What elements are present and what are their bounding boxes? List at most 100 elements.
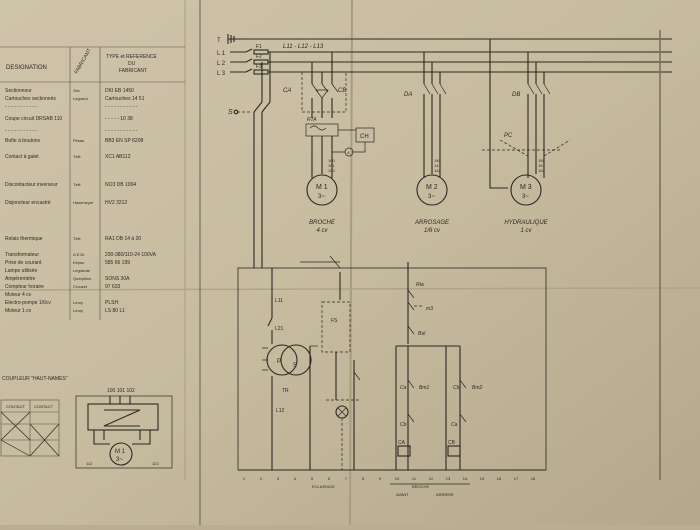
table-cell-designation: Contact à galet (5, 154, 39, 160)
control-l12: L12 (276, 408, 285, 414)
table-cell-designation: - - - - - - - - - - - (5, 104, 38, 110)
button-bm1: Bm1 (419, 385, 430, 391)
column-number: 12 (429, 476, 434, 481)
motor-caption: ARROSAGE (414, 220, 450, 226)
fuse-f3: F3 (256, 64, 262, 70)
table-cell-fabricant: Télé (73, 182, 82, 187)
table-cell-fabricant: Pesas (73, 138, 84, 143)
switch-s-label: S (228, 109, 233, 116)
table-cell-fabricant: Querpillon (73, 276, 91, 281)
motor-caption: BROCHE (309, 220, 336, 226)
earth-label: T (217, 38, 221, 44)
control-l21: L21 (275, 326, 284, 332)
column-number: 13 (446, 476, 451, 481)
table-cell-designation: - - - - - - - - - - - (5, 128, 38, 134)
reversing-contactor-frame (301, 71, 347, 113)
table-cell-designation: Discontacteur inverseur (5, 182, 58, 188)
table-cell-designation: Coupe circuit DRSAB 110 (5, 116, 62, 122)
column-number: 17 (514, 476, 519, 481)
table-cell-designation: Prise de courant (5, 260, 42, 266)
phase-label-l2: L 2 (217, 61, 226, 67)
coupleur-section: COUPLEUR "HAUT-NAMES" CONTACT CONTACT 10… (0, 376, 173, 469)
table-cell-designation: Disjoncteur encastré (5, 200, 51, 206)
table-cell-reference: DKI EB 1450 (105, 88, 134, 94)
interlock-cb: Cb (400, 422, 407, 428)
column-number: 4 (294, 476, 297, 481)
coupleur-terminal-right: 122 (152, 461, 159, 466)
motor-name: M 1 (316, 184, 328, 191)
table-cell-fabricant: A.E.M. (73, 252, 85, 257)
table-cell-reference: Cartouches 14 51 (105, 96, 145, 102)
table-cell-reference: NO3 DB 1004 (105, 182, 136, 188)
motor-phase: 3~ (318, 194, 325, 200)
control-m3: m3 (426, 306, 433, 312)
ammeter-label: A (347, 150, 350, 155)
table-cell-fabricant: Leroy (73, 308, 83, 313)
motor-caption: HYDRAULIQUE (504, 220, 548, 226)
contactor-ca-label: CA (283, 88, 291, 94)
phase-label-l3: L 3 (217, 71, 226, 77)
table-cell-designation: Ampèremètre (5, 276, 36, 282)
column-number: 5 (311, 476, 314, 481)
motor-m2-icon (416, 174, 448, 206)
table-header-designation: DESIGNATION (6, 65, 47, 71)
legend-avant: AVANT (396, 492, 409, 497)
control-bal: Bal (418, 331, 426, 337)
motor-power: 1 cv (520, 228, 532, 234)
table-cell-fabricant: Télé (73, 154, 82, 159)
table-cell-fabricant: Hazemeyer (73, 200, 94, 205)
motor-m1-icon (306, 174, 338, 206)
column-number: 7 (345, 476, 348, 481)
control-rta: Rta (416, 282, 424, 288)
control-l11: L11 (275, 298, 283, 304)
coil-ca (397, 445, 411, 457)
legend-broche: BROCHE (412, 484, 429, 489)
column-number: 18 (531, 476, 536, 481)
pressure-switch-label: PC (504, 133, 513, 139)
coupleur-contact-2: CONTACT (34, 404, 54, 409)
bus-label: L11 - L12 - L13 (283, 44, 324, 50)
table-cell-fabricant: Leroy (73, 300, 83, 305)
table-cell-fabricant: Legrand (73, 96, 88, 101)
fold-line (0, 287, 700, 291)
table-cell-reference: PLSH (105, 300, 118, 306)
table-cell-reference: LS 80 L1 (105, 308, 125, 314)
table-cell-fabricant: Séc (73, 88, 80, 93)
table-cell-reference: BB3 EN SP 6208 (105, 138, 143, 144)
button-bm2: Bm2 (472, 385, 483, 391)
column-number: 10 (395, 476, 400, 481)
table-cell-reference: RA1 DB 14 à 20 (105, 236, 141, 242)
table-cell-fabricant: Legrande (73, 268, 91, 273)
table-cell-reference: XC1 AB112 (105, 154, 131, 160)
switch-db-label: DB (512, 92, 520, 98)
transformer-s: S (293, 363, 297, 369)
coupleur-terminal-left: 112 (86, 461, 93, 466)
motor-name: M 3 (520, 184, 532, 191)
column-number: 6 (328, 476, 331, 481)
column-number: 16 (497, 476, 502, 481)
coupleur-contact-1: CONTACT (6, 404, 26, 409)
legend-eclairage: ECLAIRAGE (312, 484, 335, 489)
transformer-secondary (280, 344, 312, 376)
table-cell-reference: - - - - - 10 38 (105, 116, 133, 122)
table-cell-reference: - - - - - - - - - - - (105, 104, 138, 110)
motor-power: 1/6 cv (424, 228, 441, 234)
table-cell-designation: Lampe utilisée (5, 268, 37, 274)
table-cell-reference: 585 66 199 (105, 260, 130, 266)
motor-phase: 3~ (522, 194, 529, 200)
transformer-p: P (277, 359, 281, 365)
fuse-f2: F2 (256, 54, 262, 60)
column-number: 14 (463, 476, 468, 481)
column-number: 15 (480, 476, 485, 481)
motor-phase: 3~ (428, 194, 435, 200)
coupleur-box (75, 395, 173, 469)
interlock-ca: Ca (451, 422, 458, 428)
table-cell-designation: Electro-pompe 1/6cv (5, 300, 51, 306)
table-cell-fabricant: Képsu (73, 260, 84, 265)
fold-line (349, 0, 353, 526)
